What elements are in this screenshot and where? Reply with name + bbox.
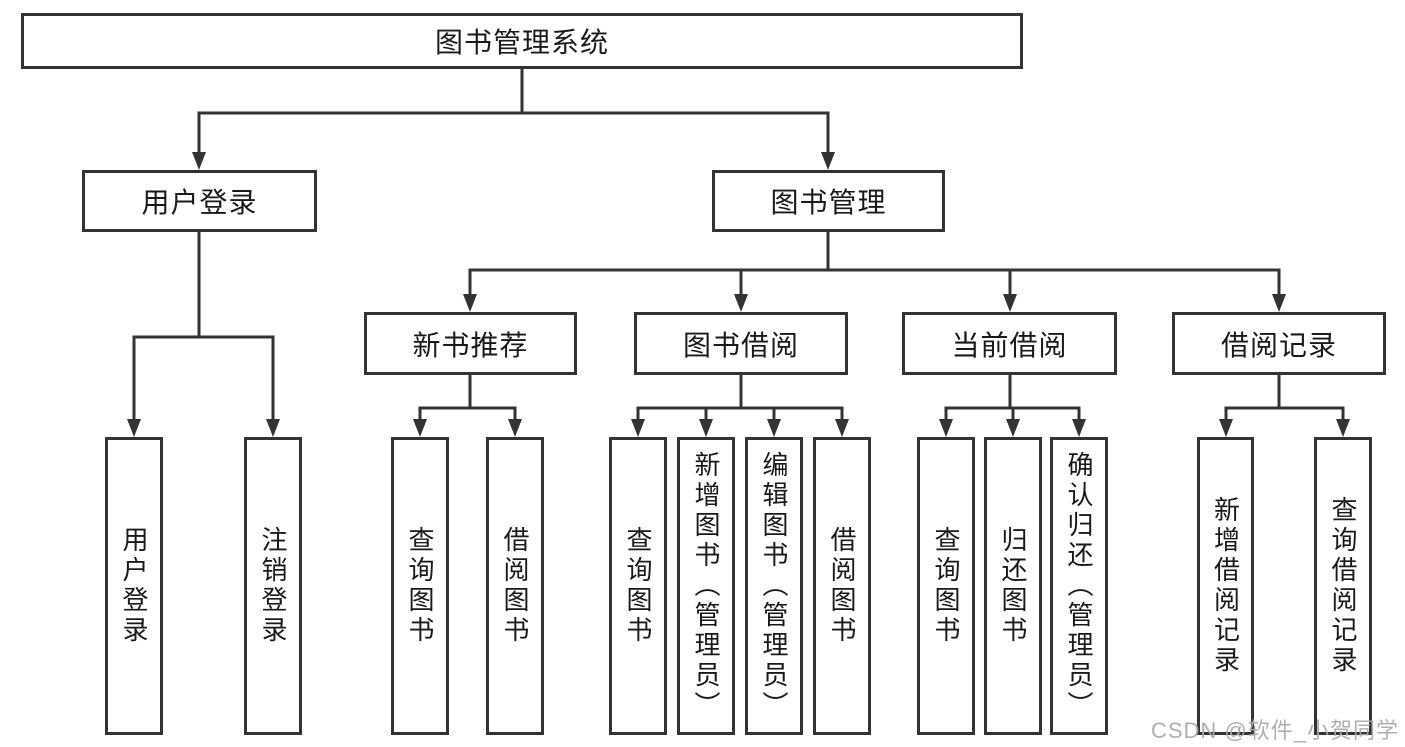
node-label: 查询借阅记录 [1328,496,1358,676]
leaf-user-login: 用户登录 [105,437,163,735]
arrowhead-icons [127,152,1350,437]
node-label: 查询图书 [623,526,653,646]
node-new-book-recommend: 新书推荐 [364,312,577,375]
leaf-return-books: 归还图书 [984,437,1042,735]
leaf-borrow-books-recommend: 借阅图书 [486,437,544,735]
leaf-query-books-current: 查询图书 [917,437,975,735]
node-label: 用户登录 [141,187,258,218]
node-label: 编辑图书（管理员） [759,451,789,721]
leaf-edit-books-admin: 编辑图书（管理员） [745,437,803,735]
leaf-logout: 注销登录 [244,437,302,735]
node-label: 图书管理 [770,187,887,218]
node-label: 借阅图书 [500,526,530,646]
node-label: 确认归还（管理员） [1064,451,1094,721]
node-borrow-record: 借阅记录 [1172,312,1386,375]
leaf-query-borrow-record: 查询借阅记录 [1314,437,1372,735]
node-label: 查询图书 [931,526,961,646]
leaf-query-books-borrow: 查询图书 [609,437,667,735]
leaf-add-borrow-record: 新增借阅记录 [1197,437,1254,735]
node-label: 新增图书（管理员） [691,451,721,721]
node-current-borrow: 当前借阅 [902,312,1117,375]
leaf-add-books-admin: 新增图书（管理员） [677,437,735,735]
node-label: 查询图书 [405,526,435,646]
node-book-management: 图书管理 [712,170,945,232]
node-label: 用户登录 [119,526,149,646]
node-label: 借阅图书 [827,526,857,646]
leaf-borrow-books: 借阅图书 [813,437,871,735]
leaf-confirm-return-admin: 确认归还（管理员） [1050,437,1108,735]
node-user-login: 用户登录 [82,170,317,232]
leaf-query-books-recommend: 查询图书 [391,437,449,735]
node-book-borrow: 图书借阅 [634,312,848,375]
node-label: 新书推荐 [412,329,529,361]
node-label: 图书管理系统 [434,27,609,58]
node-root-library-system: 图书管理系统 [21,13,1023,69]
node-label: 新增借阅记录 [1210,496,1241,676]
node-label: 归还图书 [998,526,1028,646]
node-label: 注销登录 [258,526,288,646]
node-label: 当前借阅 [951,329,1068,361]
node-label: 借阅记录 [1220,329,1337,361]
watermark: CSDN @软件_小贺同学 [1150,718,1399,743]
node-label: 图书借阅 [682,329,799,361]
